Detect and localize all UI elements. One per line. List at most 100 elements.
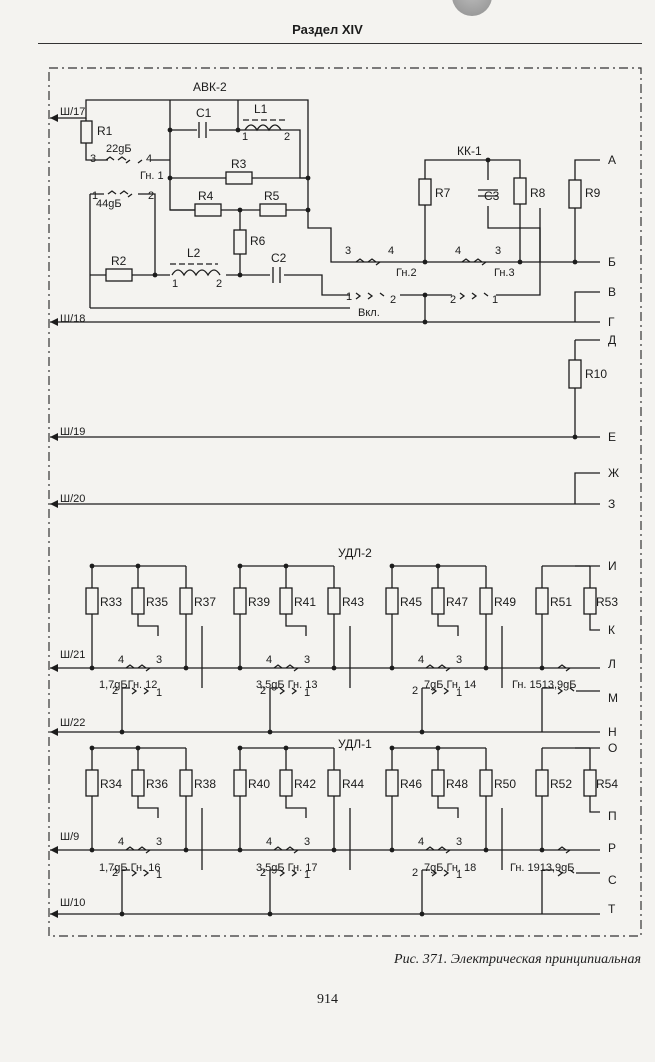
capacitor-C3 [478,189,498,197]
resistor-R36 [131,769,145,797]
label-R38: R38 [194,777,216,791]
bus-sh19: Ш/19 [60,426,85,438]
block-label-udl1: УДЛ-1 [338,737,372,751]
resistor-R3 [225,171,253,185]
label-R51: R51 [550,595,572,609]
jack-22 [105,156,143,164]
label-gn3: Гн.3 [494,267,515,279]
udl1-label-1: 3,5gБ Гн. 17 [256,862,317,874]
block-label-avk2: АВК-2 [193,80,227,94]
svg-text:П: П [608,809,617,823]
label-R10: R10 [585,367,607,381]
svg-text:3: 3 [156,654,162,666]
frame-border [48,67,642,937]
svg-text:Ж: Ж [608,466,619,480]
label-R4: R4 [198,189,214,203]
svg-text:Т: Т [608,902,616,916]
bus-sh10: Ш/10 [60,897,85,909]
label-R9: R9 [585,186,601,200]
svg-text:2: 2 [412,685,418,697]
resistor-R34 [85,769,99,797]
udl2-labels: 1,7gБГн. 12 3,5gБ Гн. 13 7gБ Гн. 14 Гн. … [99,679,577,691]
terminal-letters: А Б В Г Д Е Ж З И К Л М Н О П Р С Т [608,153,619,916]
section-header: Раздел XIV [292,22,363,37]
svg-text:2: 2 [112,685,118,697]
udl1-label-3: Гн. 1913,9gБ [510,862,575,874]
svg-text:4: 4 [388,245,394,257]
block-label-udl2: УДЛ-2 [338,546,372,560]
label-R42: R42 [294,777,316,791]
svg-text:4: 4 [418,654,424,666]
svg-text:Е: Е [608,430,616,444]
bus-sh20: Ш/20 [60,493,85,505]
resistor-R8 [513,177,527,205]
svg-text:Б: Б [608,255,616,269]
capacitor-C2 [272,267,281,283]
label-R41: R41 [294,595,316,609]
label-R54: R54 [596,777,618,791]
svg-text:И: И [608,559,617,573]
svg-text:2: 2 [260,867,266,879]
svg-text:М: М [608,691,618,705]
resistor-R49 [479,587,493,615]
svg-text:1: 1 [156,687,162,699]
label-L2: L2 [187,246,201,260]
junction-dots-upper [152,127,578,440]
svg-text:2: 2 [216,278,222,290]
svg-text:1: 1 [172,278,178,290]
label-R47: R47 [446,595,468,609]
svg-text:3: 3 [456,654,462,666]
svg-text:2: 2 [284,131,290,143]
svg-text:1: 1 [304,869,310,881]
svg-text:Г: Г [608,315,615,329]
svg-text:3: 3 [495,245,501,257]
page-corner-shadow [452,0,492,16]
udl1-labels: 1,7gБ Гн. 16 3,5gБ Гн. 17 7gБ Гн. 18 Гн.… [99,862,575,874]
svg-text:2: 2 [412,867,418,879]
svg-text:1: 1 [92,190,98,202]
label-R39: R39 [248,595,270,609]
svg-text:3: 3 [90,153,96,165]
resistor-R54 [583,769,597,797]
udl1-label-0: 1,7gБ Гн. 16 [99,862,160,874]
bus-sh18: Ш/18 [60,313,85,325]
svg-text:4: 4 [266,654,272,666]
udl1-label-2: 7gБ Гн. 18 [424,862,476,874]
label-R2: R2 [111,254,127,268]
svg-text:В: В [608,285,616,299]
svg-text:4: 4 [418,836,424,848]
att-44db: 44gБ [96,198,122,210]
label-C2: C2 [271,251,287,265]
udl1-buses [50,849,600,915]
svg-text:4: 4 [146,153,152,165]
resistor-R46 [385,769,399,797]
svg-text:2: 2 [260,685,266,697]
label-L1: L1 [254,102,268,116]
resistor-R50 [479,769,493,797]
udl2-label-1: 3,5gБ Гн. 13 [256,679,317,691]
svg-text:2: 2 [390,294,396,306]
resistor-R33 [85,587,99,615]
label-C1: C1 [196,106,212,120]
svg-text:2: 2 [112,867,118,879]
udl2-label-0: 1,7gБГн. 12 [99,679,157,691]
resistor-R52 [535,769,549,797]
resistor-R47 [431,587,445,615]
svg-text:2: 2 [450,294,456,306]
label-R6: R6 [250,234,266,248]
label-R44: R44 [342,777,364,791]
resistor-R1 [80,120,93,144]
resistor-R37 [179,587,193,615]
label-R37: R37 [194,595,216,609]
label-R1: R1 [97,124,113,138]
svg-text:О: О [608,741,617,755]
svg-text:4: 4 [118,654,124,666]
inductor-L2 [171,269,221,277]
svg-text:С: С [608,873,617,887]
svg-text:3: 3 [304,654,310,666]
label-R46: R46 [400,777,422,791]
resistor-R40 [233,769,247,797]
label-gn2: Гн.2 [396,267,417,279]
label-R5: R5 [264,189,280,203]
resistor-R35 [131,587,145,615]
